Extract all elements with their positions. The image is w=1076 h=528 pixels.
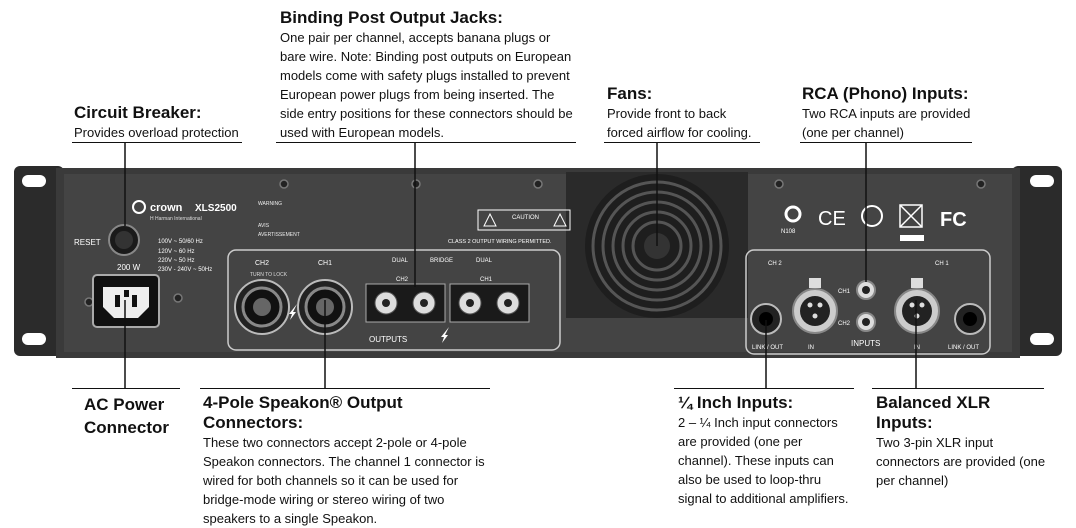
binding-ch2-label: CH2 (396, 277, 409, 283)
rca-callout: RCA (Phono) Inputs: Two RCA inputs are p… (802, 84, 980, 142)
circuit-breaker-rule (72, 142, 242, 143)
ac-power-inlet[interactable] (92, 274, 160, 328)
speakon-callout: 4-Pole Speakon® Output Connectors: These… (203, 393, 493, 528)
outputs-label: OUTPUTS (369, 335, 407, 344)
svg-text:XLS2500: XLS2500 (195, 203, 237, 214)
speakon-ch2-label: CH2 (255, 260, 269, 267)
svg-text:100V ~ 50/60 Hz: 100V ~ 50/60 Hz (158, 239, 203, 245)
binding-post-outputs[interactable] (365, 283, 530, 323)
crown-logo: crown XLS2500 H Harman International (132, 200, 237, 222)
speakon-description: These two connectors accept 2-pole or 4-… (203, 435, 485, 526)
link-out-label-ch2: LINK / OUT (752, 345, 783, 351)
quarter-inch-jack-ch1[interactable] (954, 303, 986, 335)
input-panel-outline (745, 249, 991, 355)
svg-text:H Harman International: H Harman International (150, 216, 202, 222)
circuit-breaker-title: Circuit Breaker: (74, 103, 202, 122)
quarter-inch-callout: ¼ Inch Inputs: 2 – ¼ Inch input connecto… (678, 393, 858, 508)
svg-text:120V ~ 60 Hz: 120V ~ 60 Hz (158, 249, 195, 255)
binding-ch1-label: CH1 (480, 277, 493, 283)
quarter-inch-description: 2 – ¼ Inch input connectors are provided… (678, 415, 849, 506)
xlr-input-ch2[interactable] (792, 278, 838, 334)
fans-title: Fans: (607, 84, 653, 103)
rca-ch2-label: CH2 (838, 321, 851, 327)
binding-post-title: Binding Post Output Jacks: (280, 8, 503, 27)
bridge-label: BRIDGE (430, 258, 453, 264)
dual-label-ch1: DUAL (476, 258, 493, 264)
leader-lines (124, 142, 917, 388)
fans-rule (604, 142, 760, 143)
rca-title: RCA (Phono) Inputs: (802, 84, 969, 103)
speakon-title: 4-Pole Speakon® Output Connectors: (203, 393, 403, 432)
speakon-ch1-label: CH1 (318, 260, 332, 267)
input-ch1-label: CH 1 (935, 261, 949, 267)
xlr-callout: Balanced XLR Inputs: Two 3-pin XLR input… (876, 393, 1046, 490)
rca-rule (800, 142, 972, 143)
link-out-label-ch1: LINK / OUT (948, 345, 979, 351)
in-label-ch1: IN (914, 345, 920, 351)
quarter-inch-jack-ch2[interactable] (750, 303, 782, 335)
rca-description: Two RCA inputs are provided (one per cha… (802, 106, 971, 140)
screws (84, 179, 986, 307)
ac-power-title: AC Power Connector (84, 395, 169, 437)
svg-text:crown: crown (150, 202, 183, 214)
binding-post-rule (276, 142, 576, 143)
svg-text:220V ~ 50 Hz: 220V ~ 50 Hz (158, 258, 195, 264)
power-rating-label: 200 W (117, 263, 141, 272)
ac-power-callout: AC Power Connector (84, 393, 180, 439)
xlr-input-ch1[interactable] (894, 278, 940, 334)
fans-callout: Fans: Provide front to back forced airfl… (607, 84, 762, 142)
caution-label: CAUTION (477, 209, 571, 231)
xlr-rule (872, 388, 1044, 389)
warning-text-block: WARNING AVIS AVERTISSEMENT (258, 201, 300, 238)
voltage-list: 100V ~ 50/60 Hz 120V ~ 60 Hz 220V ~ 50 H… (158, 239, 212, 273)
svg-text:WARNING: WARNING (258, 201, 282, 207)
reset-label: RESET (74, 238, 101, 247)
xlr-title: Balanced XLR Inputs: (876, 393, 991, 432)
svg-text:230V - 240V ~ 50Hz: 230V - 240V ~ 50Hz (158, 267, 212, 273)
dual-label-ch2: DUAL (392, 258, 409, 264)
svg-text:AVERTISSEMENT: AVERTISSEMENT (258, 232, 300, 238)
lightning-icon (289, 304, 449, 343)
xlr-description: Two 3-pin XLR input connectors are provi… (876, 435, 1046, 488)
svg-text:FC: FC (940, 209, 967, 231)
right-rack-ear (1012, 166, 1062, 356)
binding-post-callout: Binding Post Output Jacks: One pair per … (280, 8, 578, 142)
circuit-breaker[interactable] (108, 224, 140, 256)
in-label-ch2: IN (808, 345, 814, 351)
class2-label: CLASS 2 OUTPUT WIRING PERMITTED. (448, 239, 552, 245)
output-panel-outline (227, 249, 561, 351)
quarter-inch-rule (674, 388, 854, 389)
svg-text:CE: CE (818, 208, 846, 230)
fans-description: Provide front to back forced airflow for… (607, 106, 752, 140)
binding-post-description: One pair per channel, accepts banana plu… (280, 30, 573, 140)
circuit-breaker-callout: Circuit Breaker: Provides overload prote… (74, 103, 254, 142)
inputs-label: INPUTS (851, 339, 880, 348)
input-ch2-label: CH 2 (768, 261, 782, 267)
rca-input-ch1[interactable] (856, 280, 876, 300)
circuit-breaker-description: Provides overload protection (74, 125, 239, 140)
left-rack-ear (14, 166, 64, 356)
quarter-inch-title: ¼ Inch Inputs: (678, 393, 794, 412)
svg-text:N108: N108 (781, 229, 796, 235)
speakon-rule (200, 388, 490, 389)
turn-to-lock-label: TURN TO LOCK (250, 272, 288, 278)
compliance-logos: N108 CE FC (781, 204, 967, 241)
svg-text:CAUTION: CAUTION (512, 215, 539, 221)
rca-input-ch2[interactable] (856, 312, 876, 332)
ac-power-rule (72, 388, 180, 389)
speakon-connector-ch2[interactable] (234, 279, 290, 335)
svg-text:AVIS: AVIS (258, 223, 270, 229)
rca-ch1-label: CH1 (838, 289, 851, 295)
